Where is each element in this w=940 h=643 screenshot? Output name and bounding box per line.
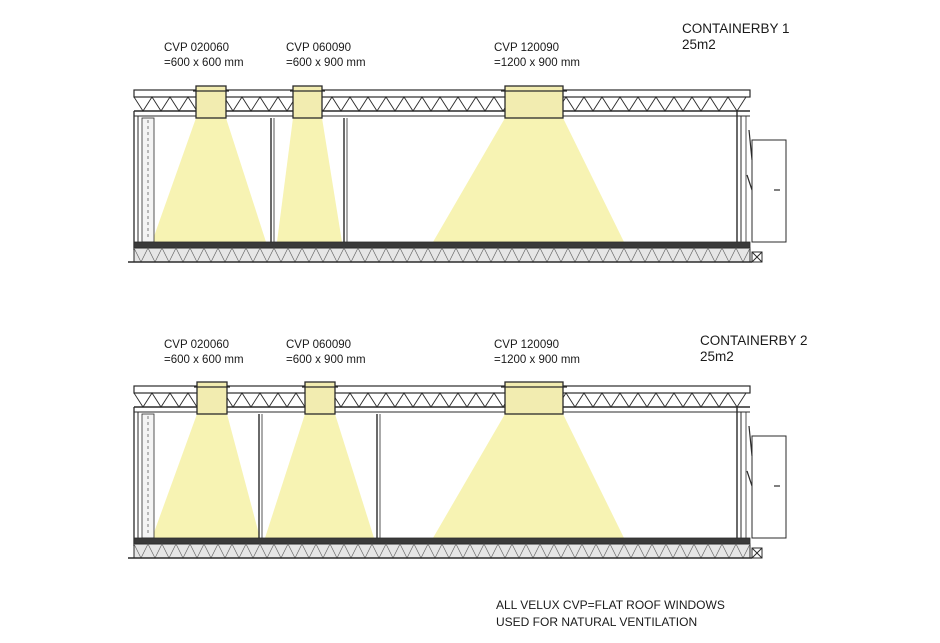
walls [133, 111, 747, 250]
skylight-cvp-120090 [501, 85, 567, 119]
foundation-marker [751, 547, 763, 559]
light-beam-cvp-060090 [265, 414, 374, 538]
window-code-label: CVP 020060 [164, 42, 229, 54]
end-door [746, 425, 787, 539]
skylight-cvp-120090 [501, 381, 567, 415]
window-size-label: =600 x 900 mm [286, 57, 366, 69]
section-containerby-1: CVP 020060 =600 x 600 mm CVP 060090 =600… [128, 21, 790, 263]
truss-web [133, 392, 747, 408]
footer-note-line-1: ALL VELUX CVP=FLAT ROOF WINDOWS [496, 598, 725, 612]
light-beam-cvp-120090 [433, 414, 624, 538]
skylight-cvp-060090 [290, 85, 325, 119]
section-area: 25m2 [682, 37, 716, 52]
light-beam-cvp-020060 [152, 118, 266, 242]
end-door [746, 129, 787, 243]
window-size-label: =1200 x 900 mm [494, 354, 580, 366]
light-beam-cvp-060090 [277, 118, 342, 242]
skylight-cvp-060090 [302, 381, 338, 415]
floor-slab [128, 537, 752, 559]
skylight-cvp-020060 [193, 85, 229, 119]
floor-hatch [133, 247, 751, 263]
window-code-label: CVP 060090 [286, 339, 351, 351]
section-title: CONTAINERBY 2 [700, 333, 808, 348]
window-size-label: =600 x 900 mm [286, 354, 366, 366]
window-code-label: CVP 120090 [494, 339, 559, 351]
light-beam-cvp-020060 [152, 414, 260, 538]
floor-hatch [133, 543, 751, 559]
roof-truss [133, 89, 751, 117]
skylight-cvp-020060 [194, 381, 230, 415]
light-beam-cvp-120090 [433, 118, 624, 242]
footer-note-line-2: USED FOR NATURAL VENTILATION [496, 615, 697, 629]
window-code-label: CVP 120090 [494, 42, 559, 54]
section-containerby-2: CVP 020060 =600 x 600 mm CVP 060090 =600… [128, 333, 808, 559]
window-size-label: =600 x 600 mm [164, 57, 244, 69]
section-area: 25m2 [700, 349, 734, 364]
truss-web [133, 96, 747, 112]
window-size-label: =600 x 600 mm [164, 354, 244, 366]
roof-truss [133, 385, 751, 413]
window-size-label: =1200 x 900 mm [494, 57, 580, 69]
foundation-marker [751, 251, 763, 263]
window-code-label: CVP 060090 [286, 42, 351, 54]
window-code-label: CVP 020060 [164, 339, 229, 351]
section-title: CONTAINERBY 1 [682, 21, 790, 36]
floor-slab [128, 241, 752, 263]
walls [133, 407, 747, 546]
